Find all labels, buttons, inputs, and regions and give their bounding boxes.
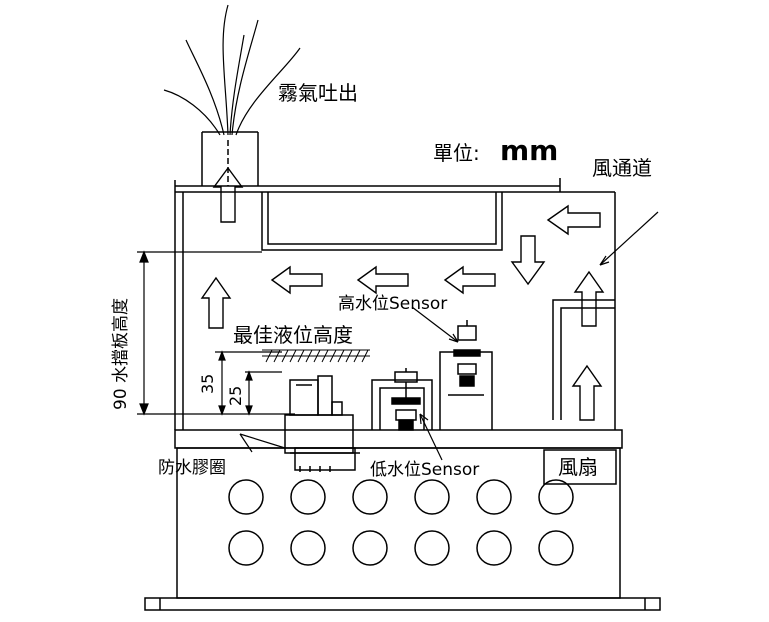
mist-plume-lines	[163, 4, 301, 136]
low-sensor-label: 低水位Sensor	[370, 460, 479, 480]
air-channel-label: 風通道	[592, 156, 652, 180]
optimal-level-label: 最佳液位高度	[233, 323, 353, 347]
baffle-height-label: 90 水擋板高度	[111, 298, 131, 410]
arrow-left-1	[270, 265, 323, 295]
upper-housing	[174, 191, 616, 430]
arrow-left-2	[356, 265, 409, 295]
dimension-lines	[137, 250, 295, 416]
waterproof-ring-label: 防水膠圈	[158, 458, 226, 478]
air-channel-pointer	[599, 211, 659, 266]
base-plate	[174, 429, 623, 449]
arrow-up-left	[200, 276, 232, 329]
arrow-up-outlet	[212, 166, 244, 223]
fan-box	[543, 449, 617, 485]
dimension-25: 25	[226, 386, 245, 406]
arrow-left-top-right	[546, 204, 601, 236]
arrow-up-right-bottom	[571, 364, 603, 421]
high-sensor-pointer	[411, 306, 459, 343]
mist-output-label: 霧氣吐出	[278, 81, 358, 105]
waterproof-ring-pointer	[239, 433, 253, 453]
atomizer-module	[284, 375, 360, 472]
high-water-sensor	[453, 320, 481, 387]
inner-baffle-box	[261, 192, 503, 251]
air-channel-walls	[552, 299, 615, 420]
unit-value-label: mm	[500, 134, 558, 167]
arrow-up-right-top	[573, 270, 605, 327]
pointer-lines	[239, 211, 659, 461]
low-sensor-bracket	[371, 379, 433, 430]
arrow-down	[510, 235, 546, 286]
arrow-left-3	[443, 265, 496, 295]
low-water-sensor	[391, 368, 421, 431]
feet	[144, 597, 661, 611]
high-sensor-label: 高水位Sensor	[338, 294, 447, 314]
dimension-35: 35	[198, 374, 217, 394]
fan-label: 風扇	[558, 455, 598, 479]
vent-holes	[228, 479, 574, 566]
liquid-level-hatch	[262, 349, 370, 363]
housing-top	[174, 178, 561, 193]
unit-prefix-label: 單位:	[433, 141, 480, 165]
mist-outlet-pipe	[201, 131, 259, 186]
flow-arrows	[200, 166, 605, 421]
